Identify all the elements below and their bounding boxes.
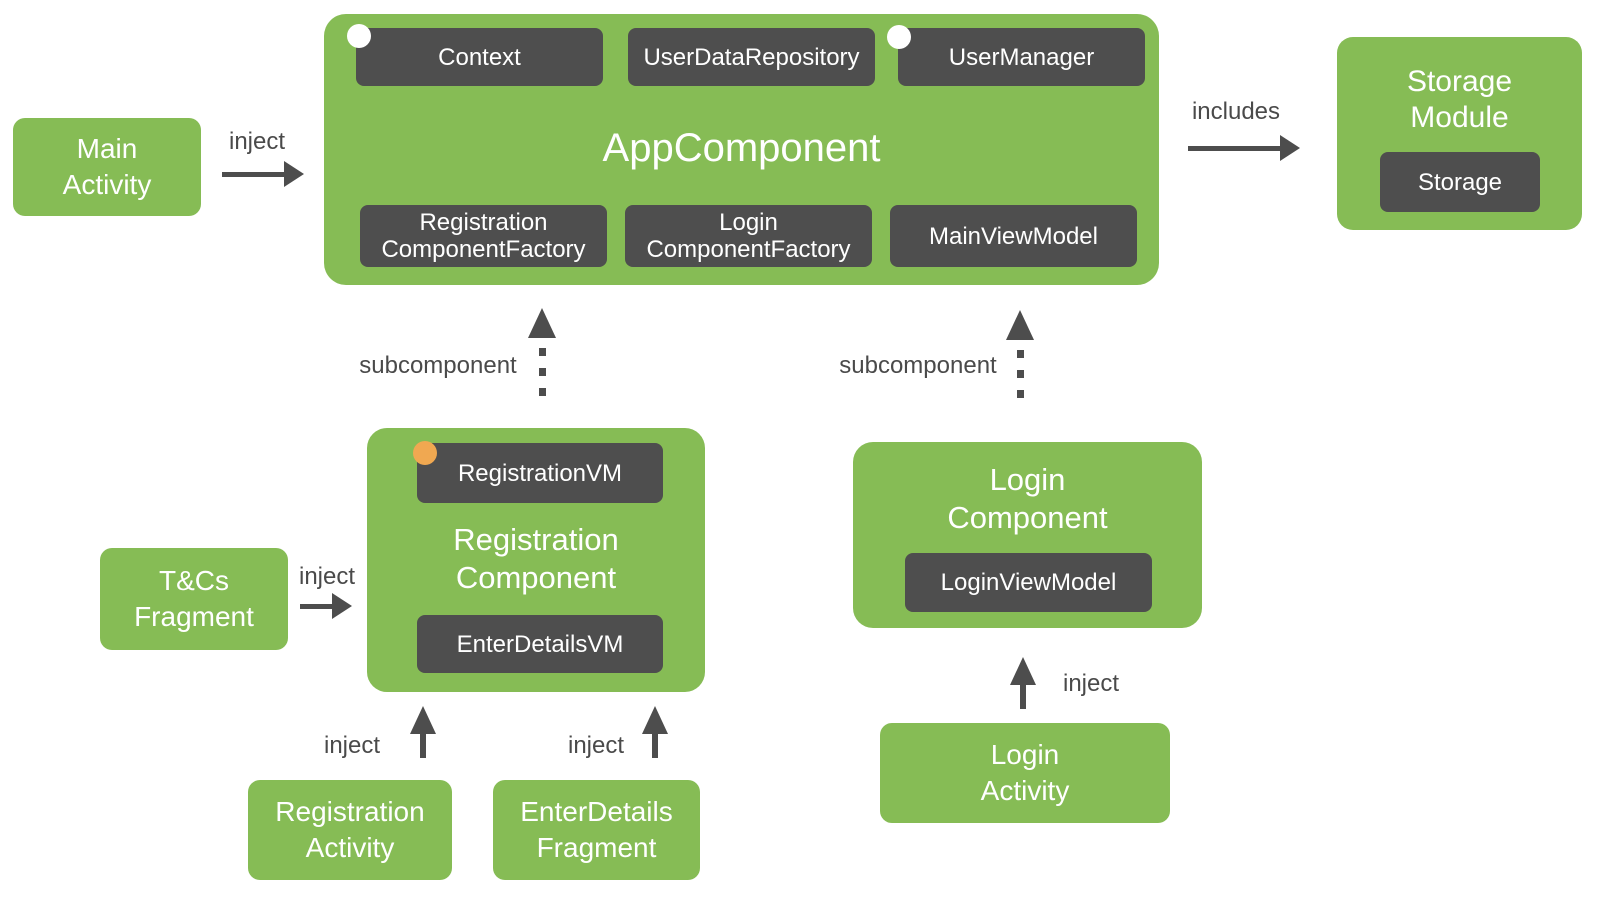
node-main-activity-label-line1: Main bbox=[76, 133, 138, 164]
chip-registration-componentfactory-line2: ComponentFactory bbox=[381, 236, 586, 263]
chip-loginviewmodel: LoginViewModel bbox=[905, 553, 1152, 612]
reg-activity-inject-arrow-line bbox=[420, 730, 426, 758]
node-registration-component: RegistrationVM Registration Component En… bbox=[367, 428, 705, 692]
chip-login-componentfactory: Login ComponentFactory bbox=[625, 205, 872, 267]
node-login-activity: Login Activity bbox=[880, 723, 1170, 823]
chip-storage: Storage bbox=[1380, 152, 1540, 212]
includes-arrowhead-icon bbox=[1280, 135, 1300, 161]
chip-userdatarepository: UserDataRepository bbox=[628, 28, 875, 86]
chip-loginviewmodel-label: LoginViewModel bbox=[940, 569, 1117, 596]
scope-dot-icon-registrationvm bbox=[413, 441, 437, 465]
node-registration-component-line2: Component bbox=[455, 560, 617, 595]
chip-login-componentfactory-line1: Login bbox=[719, 209, 778, 236]
node-app-component: Context UserDataRepository UserManager A… bbox=[324, 14, 1159, 285]
node-login-activity-line1: Login bbox=[990, 739, 1060, 770]
edge-label-login-subcomponent: subcomponent bbox=[839, 352, 997, 379]
node-app-component-title: AppComponent bbox=[602, 126, 881, 170]
node-enterdetails-fragment-line2: Fragment bbox=[536, 832, 657, 863]
main-inject-arrowhead-icon bbox=[284, 161, 304, 187]
scope-dot-icon-usermanager bbox=[887, 25, 911, 49]
node-login-component-title: Login Component bbox=[853, 461, 1202, 537]
chip-mainviewmodel: MainViewModel bbox=[890, 205, 1137, 267]
chip-userdatarepository-label: UserDataRepository bbox=[643, 43, 860, 71]
chip-registrationvm-label: RegistrationVM bbox=[457, 459, 623, 487]
enterdetails-inject-arrowhead-icon bbox=[642, 706, 668, 734]
chip-registration-componentfactory: Registration ComponentFactory bbox=[360, 205, 607, 267]
reg-subcomponent-dashed-line bbox=[539, 348, 546, 400]
scope-dot-icon-context bbox=[347, 24, 371, 48]
node-storage-module: Storage Module Storage bbox=[1337, 37, 1582, 230]
node-registration-component-title: Registration Component bbox=[367, 521, 705, 597]
node-registration-component-line1: Registration bbox=[453, 522, 619, 557]
node-storage-module-line2: Module bbox=[1410, 101, 1509, 134]
chip-enterdetailsvm: EnterDetailsVM bbox=[417, 615, 663, 673]
chip-usermanager: UserManager bbox=[898, 28, 1145, 86]
chip-registrationvm: RegistrationVM bbox=[417, 443, 663, 503]
chip-enterdetailsvm-label: EnterDetailsVM bbox=[456, 630, 624, 658]
chip-context: Context bbox=[356, 28, 603, 86]
includes-arrow-line bbox=[1188, 146, 1282, 151]
login-subcomponent-dashed-line bbox=[1017, 350, 1024, 402]
chip-context-label: Context bbox=[438, 43, 521, 71]
node-main-activity-label-line2: Activity bbox=[62, 169, 152, 200]
node-login-component-line2: Component bbox=[947, 500, 1108, 535]
chip-mainviewmodel-label: MainViewModel bbox=[929, 222, 1098, 250]
node-registration-activity-line2: Activity bbox=[305, 832, 395, 863]
tcs-inject-arrow-line bbox=[300, 604, 334, 609]
main-inject-arrow-line bbox=[222, 172, 286, 177]
tcs-inject-arrowhead-icon bbox=[332, 593, 352, 619]
edge-label-reg-activity-inject: inject bbox=[323, 732, 381, 759]
reg-subcomponent-arrowhead-icon bbox=[528, 308, 556, 338]
node-storage-module-line1: Storage bbox=[1406, 65, 1513, 98]
node-tcs-fragment-line2: Fragment bbox=[134, 601, 254, 632]
node-main-activity: Main Activity bbox=[13, 118, 201, 216]
edge-label-login-activity-inject: inject bbox=[1062, 670, 1120, 697]
edge-label-includes: includes bbox=[1191, 98, 1281, 125]
chip-storage-label: Storage bbox=[1417, 168, 1503, 196]
node-storage-module-title: Storage Module bbox=[1337, 64, 1582, 136]
node-registration-activity: Registration Activity bbox=[248, 780, 452, 880]
login-activity-inject-arrowhead-icon bbox=[1010, 657, 1036, 685]
node-tcs-fragment-line1: T&Cs bbox=[159, 565, 229, 596]
node-enterdetails-fragment-line1: EnterDetails bbox=[520, 796, 673, 827]
edge-label-tcs-inject: inject bbox=[298, 563, 356, 590]
edge-label-main-inject: inject bbox=[228, 128, 286, 155]
chip-registration-componentfactory-line1: Registration bbox=[419, 209, 548, 236]
enterdetails-inject-arrow-line bbox=[652, 730, 658, 758]
login-subcomponent-arrowhead-icon bbox=[1006, 310, 1034, 340]
edge-label-enterdetails-inject: inject bbox=[567, 732, 625, 759]
node-login-component-line1: Login bbox=[989, 462, 1066, 497]
reg-activity-inject-arrowhead-icon bbox=[410, 706, 436, 734]
login-activity-inject-arrow-line bbox=[1020, 681, 1026, 709]
edge-label-reg-subcomponent: subcomponent bbox=[359, 352, 517, 379]
chip-login-componentfactory-line2: ComponentFactory bbox=[646, 236, 851, 263]
chip-usermanager-label: UserManager bbox=[948, 43, 1095, 71]
node-registration-activity-line1: Registration bbox=[275, 796, 425, 827]
node-enterdetails-fragment: EnterDetails Fragment bbox=[493, 780, 700, 880]
node-tcs-fragment: T&Cs Fragment bbox=[100, 548, 288, 650]
node-login-component: Login Component LoginViewModel bbox=[853, 442, 1202, 628]
node-login-activity-line2: Activity bbox=[980, 775, 1070, 806]
